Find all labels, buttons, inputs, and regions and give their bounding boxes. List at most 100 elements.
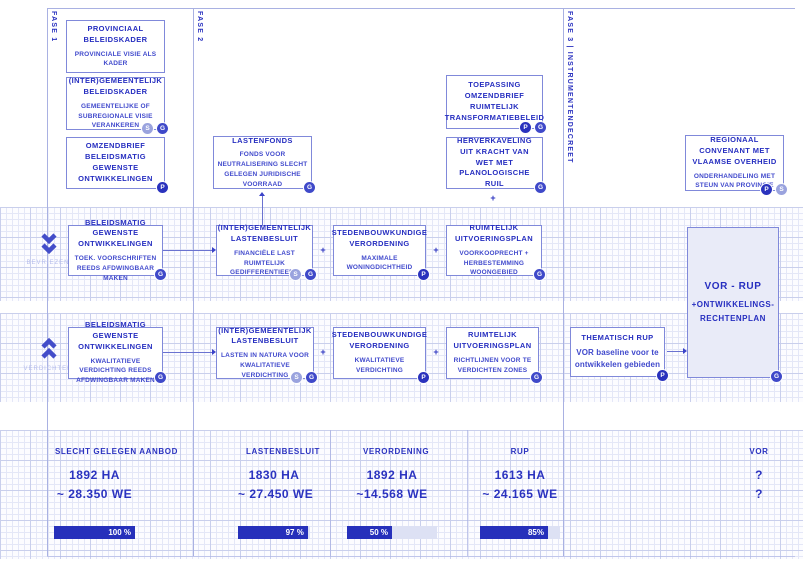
box-title: (INTER)GEMEENTELIJK BELEIDSKADER [68, 76, 163, 96]
chevrons-up-icon [40, 337, 58, 367]
box-subtitle: RICHTLIJNEN VOOR TE VERDICHTEN ZONES [453, 357, 532, 374]
box-subtitle: FINANCIËLE LAST RUIMTELIJK GEDIFFERENTIE… [230, 249, 299, 277]
box-title: REGIONAAL CONVENANT MET VLAAMSE OVERHEID [692, 134, 777, 166]
stat-label: VOR [749, 447, 769, 456]
badges: G [154, 268, 167, 281]
stat-col-rup: RUP 1613 HA ~ 24.165 WE 85% [480, 447, 560, 543]
badge-g: G [305, 371, 318, 384]
badges: G [303, 181, 316, 194]
plus-connector: + [433, 245, 439, 255]
badges: P S [760, 183, 788, 196]
plus-connector: + [490, 193, 496, 203]
badge-s: S [775, 183, 788, 196]
box-subtitle: LASTEN IN NATURA VOOR KWALITATIEVE VERDI… [221, 352, 309, 379]
stat-ha-value: 1613 HA [494, 468, 546, 482]
box-toepassing-omzendbrief: TOEPASSING OMZENDBRIEF RUIMTELIJK TRANSF… [445, 75, 547, 134]
box-subtitle: VOORKOOPRECHT + HERBESTEMMING WOONGEBIED [459, 249, 529, 277]
badge-g: G [303, 181, 316, 194]
progress-bar: 50 % [347, 526, 437, 539]
badge-g: G [534, 181, 547, 194]
vor-rup-line3: RECHTENPLAN [700, 314, 766, 324]
box-title: LASTENFONDS [232, 135, 293, 145]
badges: G [154, 371, 167, 384]
badge-g: G [530, 371, 543, 384]
badge-g: G [154, 371, 167, 384]
plus-connector: + [320, 245, 326, 255]
box-subtitle: GEMEENTELIJKE OF SUBREGIONALE VISIE VERA… [78, 102, 153, 130]
stat-col-vor: VOR ? ? [728, 447, 790, 543]
fase3-line [563, 8, 564, 556]
badges: G [533, 268, 546, 281]
badges: P [417, 371, 430, 384]
box-title: PROVINCIAAL BELEIDSKADER [83, 23, 148, 44]
chevrons-down-icon [40, 232, 58, 261]
badges: S G [290, 371, 318, 384]
badge-p: P [656, 369, 669, 382]
box-regionaal-convenant: REGIONAAL CONVENANT MET VLAAMSE OVERHEID… [685, 134, 788, 196]
badges: P [656, 369, 669, 382]
row2-icon-label: VERDICHTEN [23, 366, 73, 372]
badges: S G [141, 122, 169, 135]
badges: G [530, 371, 543, 384]
fase1-label: FASE 1 [50, 11, 57, 43]
row2-box-rup: RUIMTELIJK UITVOERINGSPLAN RICHTLIJNEN V… [446, 327, 543, 384]
badge-p: P [519, 121, 532, 134]
stat-ha-value: 1892 HA [366, 468, 418, 482]
badges: S G [289, 268, 317, 281]
badge-p: P [417, 268, 430, 281]
box-subtitle: VOR baseline voor te ontwikkelen gebiede… [574, 348, 661, 370]
box-title: (INTER)GEMEENTELIJK LASTENBESLUIT [217, 223, 312, 243]
row1-icon-label: BEVRIEZEN [26, 260, 70, 266]
box-subtitle: ONDERHANDELING MET STEUN VAN PROVINCIE [693, 172, 776, 190]
stat-col-slecht-gelegen-aanbod: SLECHT GELEGEN AANBOD 1892 HA ~ 28.350 W… [54, 447, 177, 543]
row2-box-verordening: STEDENBOUWKUNDIGE VERORDENING KWALITATIE… [332, 327, 430, 384]
badge-g: G [154, 268, 167, 281]
box-vor-rup-ontwikkelingsrechtenplan: VOR - RUP +ONTWIKKELINGS- RECHTENPLAN G [687, 227, 783, 383]
progress-bar: 85% [480, 526, 560, 539]
row2-arrow-connector [163, 349, 216, 355]
box-title: HERVERKAVELING UIT KRACHT VAN WET MET PL… [457, 135, 532, 189]
row1-box-verordening: STEDENBOUWKUNDIGE VERORDENING MAXIMALE W… [332, 225, 430, 281]
stat-label: RUP [510, 447, 530, 456]
progress-bar: 97 % [238, 526, 310, 539]
badge-s: S [141, 122, 154, 135]
badge-p: P [417, 371, 430, 384]
badge-p: P [156, 181, 169, 194]
progress-bar-fill: 97 % [238, 526, 308, 539]
vor-rup-line1: VOR - RUP [704, 281, 762, 293]
badge-g: G [304, 268, 317, 281]
fase2-line [193, 8, 194, 556]
plus-connector: + [433, 347, 439, 357]
fase2-label: FASE 2 [196, 11, 203, 43]
badges: P [417, 268, 430, 281]
badge-s: S [290, 371, 303, 384]
stat-we-value: ~ 27.450 WE [238, 487, 314, 501]
box-title: RUIMTELIJK UITVOERINGSPLAN [453, 330, 532, 351]
stat-label: VERORDENING [363, 447, 430, 456]
badge-g: G [770, 370, 783, 383]
row1-box-beleidsmatig: BELEIDSMATIG GEWENSTE ONTWIKKELINGEN TOE… [68, 218, 167, 282]
badges: P G [519, 121, 547, 134]
row2-box-lastenbesluit: (INTER)GEMEENTELIJK LASTENBESLUIT LASTEN… [216, 325, 318, 384]
box-title: THEMATISCH RUP [581, 332, 654, 342]
stats-divider-1 [330, 430, 331, 556]
box-subtitle: FONDS VOOR NEUTRALISERING SLECHT GELEGEN… [217, 151, 308, 188]
stat-col-lastenbesluit: LASTENBESLUIT 1830 HA ~ 27.450 WE 97 % [238, 447, 319, 543]
stat-label: LASTENBESLUIT [246, 447, 321, 456]
stat-label: SLECHT GELEGEN AANBOD [55, 447, 178, 456]
box-subtitle: TOEK. VOORSCHRIFTEN REEDS AFDWINGBAAR MA… [74, 255, 157, 282]
badge-p: P [760, 183, 773, 196]
stat-we-value: ? [755, 487, 763, 501]
row2-box-thematisch-rup: THEMATISCH RUP VOR baseline voor te ontw… [570, 327, 669, 382]
badge-g: G [533, 268, 546, 281]
top-rule [47, 8, 795, 9]
vor-rup-line2: +ONTWIKKELINGS- [691, 299, 775, 309]
box-subtitle: MAXIMALE WONINGDICHTHEID [346, 254, 413, 272]
row1-box-lastenbesluit: (INTER)GEMEENTELIJK LASTENBESLUIT FINANC… [216, 223, 317, 281]
box-title: RUIMTELIJK UITVOERINGSPLAN [454, 223, 534, 243]
badge-g: G [534, 121, 547, 134]
stats-divider-2 [467, 430, 468, 556]
progress-bar-fill: 50 % [347, 526, 392, 539]
box-title: (INTER)GEMEENTELIJK LASTENBESLUIT [218, 325, 312, 346]
